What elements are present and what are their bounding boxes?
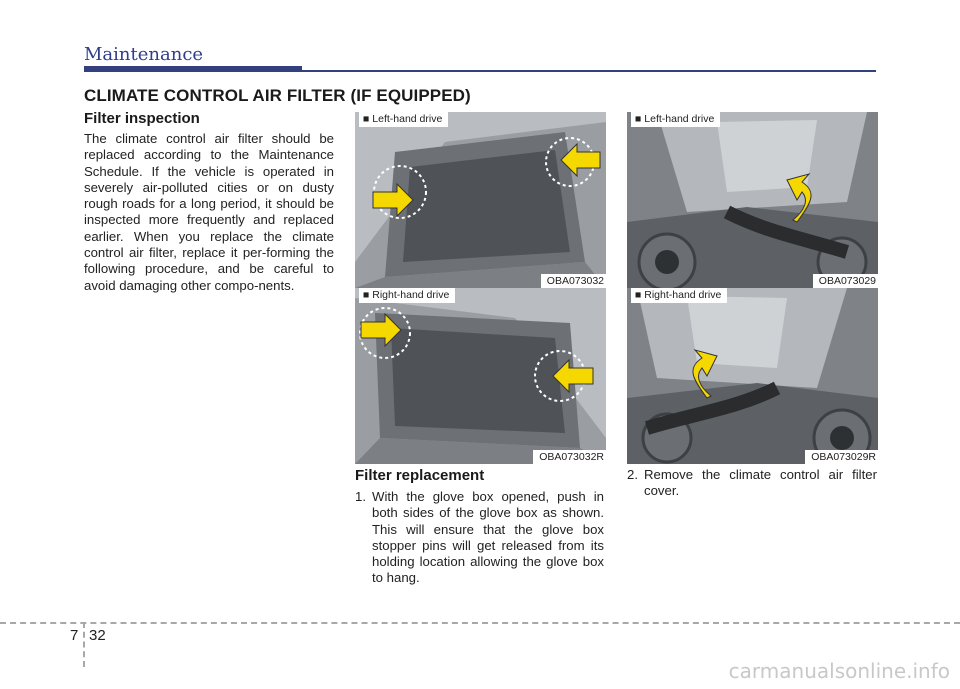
step-1: 1. With the glove box opened, push in bo… bbox=[355, 489, 604, 587]
figure-code: OBA073029 bbox=[812, 274, 878, 288]
footer-page-separator bbox=[83, 622, 85, 667]
glovebox-lhd-figure: ■ Left-hand drive OBA073032 bbox=[355, 112, 606, 288]
section-title: CLIMATE CONTROL AIR FILTER (IF EQUIPPED) bbox=[84, 86, 471, 105]
step-2-number: 2. bbox=[627, 467, 638, 482]
figure-tag: ■ Right-hand drive bbox=[631, 288, 728, 303]
step-1-number: 1. bbox=[355, 489, 366, 504]
filter-replacement-heading: Filter replacement bbox=[355, 467, 485, 484]
cover-lhd-figure: ■ Left-hand drive OBA073029 bbox=[627, 112, 878, 288]
watermark: carmanualsonline.info bbox=[728, 659, 950, 683]
header-rule-thin bbox=[302, 70, 876, 72]
header-title: Maintenance bbox=[84, 44, 204, 65]
figure-code: OBA073029R bbox=[805, 450, 878, 464]
glovebox-lhd-illustration bbox=[355, 112, 606, 288]
page-number: 32 bbox=[89, 627, 106, 644]
header-rule-thick bbox=[84, 66, 302, 72]
filter-inspection-heading: Filter inspection bbox=[84, 110, 200, 127]
cover-lhd-illustration bbox=[627, 112, 878, 288]
step-2: 2. Remove the climate control air filter… bbox=[627, 467, 877, 500]
glovebox-rhd-figure: ■ Right-hand drive OBA073032R bbox=[355, 288, 606, 464]
figure-tag: ■ Left-hand drive bbox=[359, 112, 449, 127]
step-1-text: With the glove box opened, push in both … bbox=[372, 489, 604, 586]
cover-rhd-figure: ■ Right-hand drive OBA073029R bbox=[627, 288, 878, 464]
figure-code: OBA073032R bbox=[533, 450, 606, 464]
figure-code: OBA073032 bbox=[540, 274, 606, 288]
cover-rhd-illustration bbox=[627, 288, 878, 464]
figure-tag: ■ Right-hand drive bbox=[359, 288, 456, 303]
glovebox-rhd-illustration bbox=[355, 288, 606, 464]
step-2-text: Remove the climate control air filter co… bbox=[644, 467, 877, 499]
footer-divider bbox=[0, 622, 960, 624]
filter-inspection-text: The climate control air filter should be… bbox=[84, 131, 334, 293]
figure-tag: ■ Left-hand drive bbox=[631, 112, 721, 127]
chapter-number: 7 bbox=[70, 627, 79, 644]
